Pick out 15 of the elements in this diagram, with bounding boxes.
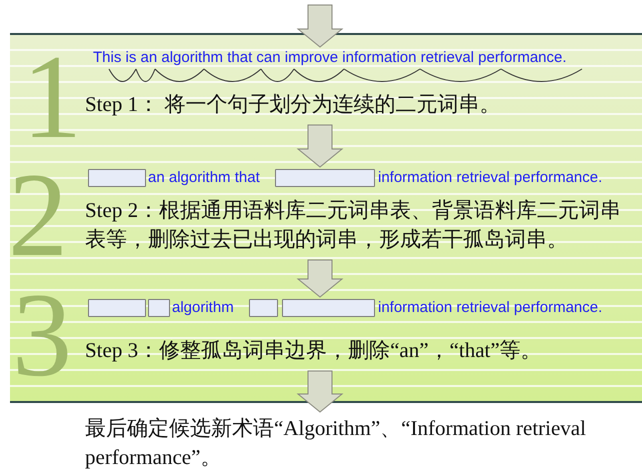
example-sentence: This is an algorithm that can improve information retrieval performance. [93,49,567,67]
block-arrow [296,260,344,298]
step-text: 最后确定候选新术语“Algorithm”、“Information retrieval performance”。 [85,414,590,469]
sentence-fragment: information retrieval performance. [378,169,602,187]
block-arrow [296,124,344,168]
step-text: Step 1： 将一个句子划分为连续的二元词串。 [85,90,625,119]
step-text: Step 3：修整孤岛词串边界，删除“an”，“that”等。 [85,336,625,365]
step-number: 2 [8,168,68,262]
step-number: 1 [22,50,82,144]
step-text: Step 2：根据通用语料库二元词串表、背景语料库二元词串表等，删除过去已出现的词串，形成若干孤岛词串。 [85,196,633,254]
block-arrow [296,370,344,413]
block-arrow [296,4,344,48]
sentence-fragment: an algorithm that [148,169,260,187]
sentence-fragment: information retrieval performance. [378,299,602,317]
sentence-fragment: algorithm [172,299,234,317]
